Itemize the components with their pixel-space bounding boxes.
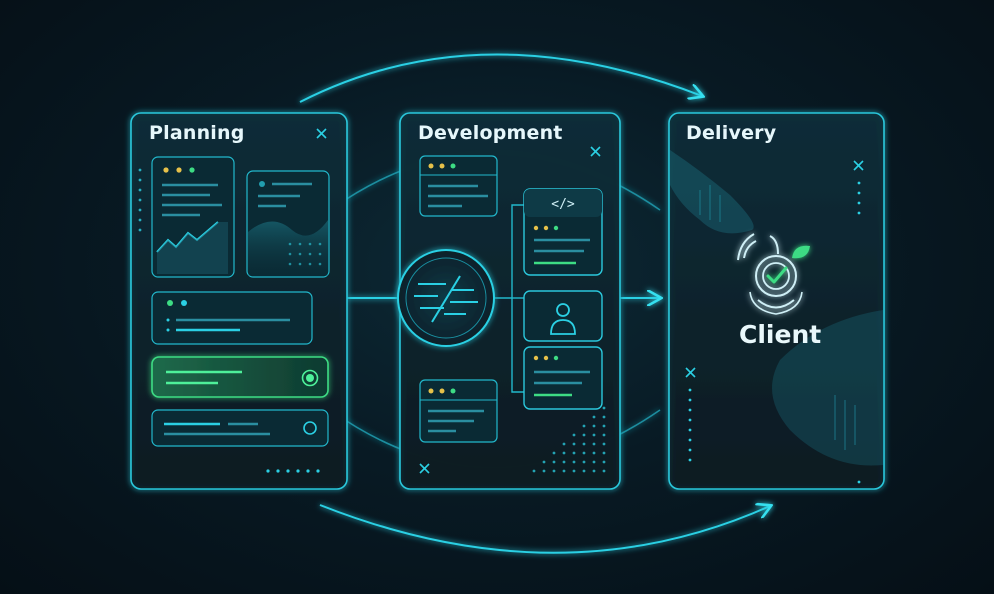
grid-dot <box>572 469 576 473</box>
development-panel: </> <box>397 112 621 490</box>
radio-selected-icon <box>301 369 319 387</box>
delivery-dot-rail-right <box>857 181 861 215</box>
grid-dot <box>592 415 596 419</box>
trend-card[interactable] <box>246 170 330 278</box>
signal-icon <box>737 233 757 261</box>
grid-dot <box>582 442 586 446</box>
pending-task-bar[interactable] <box>151 409 329 447</box>
user-card[interactable] <box>523 290 603 342</box>
grid-dot <box>562 442 566 446</box>
grid-dot <box>552 469 556 473</box>
grid-dot <box>582 451 586 455</box>
close-icon[interactable] <box>419 463 430 474</box>
grid-dot <box>602 406 606 410</box>
radio-empty-icon <box>303 421 317 435</box>
client-label: Client <box>739 320 822 349</box>
grid-dot <box>582 469 586 473</box>
close-icon[interactable] <box>590 146 601 157</box>
grid-dot <box>542 469 546 473</box>
user-icon <box>550 303 576 335</box>
grid-dot <box>562 460 566 464</box>
close-icon[interactable] <box>316 128 327 139</box>
grid-dot <box>592 433 596 437</box>
grid-dot <box>572 460 576 464</box>
grid-dot <box>572 451 576 455</box>
grid-dot <box>582 433 586 437</box>
grid-dot <box>592 424 596 428</box>
grid-dot <box>592 469 596 473</box>
grid-dot <box>602 460 606 464</box>
bottom-arc-arrow <box>319 505 770 554</box>
delivery-title: Delivery <box>686 122 777 144</box>
planning-dot-rail <box>138 168 142 232</box>
grid-dot <box>572 442 576 446</box>
integration-hub[interactable] <box>397 249 495 347</box>
grid-dot <box>532 469 536 473</box>
pagination-dots <box>266 469 320 473</box>
grid-dot <box>602 442 606 446</box>
planning-title: Planning <box>149 122 245 144</box>
dev-window-top[interactable] <box>419 155 498 217</box>
task-card[interactable] <box>151 291 313 345</box>
delivery-dot-rail-left <box>688 388 692 462</box>
close-icon[interactable] <box>685 367 696 378</box>
development-title: Development <box>418 122 563 144</box>
grid-dot <box>562 451 566 455</box>
grid-dot <box>602 469 606 473</box>
grid-dot <box>552 451 556 455</box>
details-card[interactable] <box>523 346 603 410</box>
grid-dot <box>602 415 606 419</box>
grid-dot <box>592 460 596 464</box>
grid-dot <box>542 460 546 464</box>
client-badge[interactable] <box>737 233 810 315</box>
leaf-icon <box>792 245 810 259</box>
grid-dot <box>582 460 586 464</box>
grid-dot <box>602 451 606 455</box>
active-task-bar[interactable] <box>151 356 329 398</box>
dev-dot-grid <box>532 406 606 473</box>
planning-panel <box>130 112 348 490</box>
grid-dot <box>602 424 606 428</box>
dev-connectors <box>494 204 524 393</box>
delivery-panel <box>668 112 885 490</box>
grid-dot <box>602 433 606 437</box>
delivery-wave-top <box>670 150 754 234</box>
grid-dot <box>592 451 596 455</box>
analytics-card[interactable] <box>151 156 235 278</box>
code-card[interactable]: </> <box>523 188 603 276</box>
grid-dot <box>592 442 596 446</box>
grid-dot <box>562 469 566 473</box>
code-icon: </> <box>551 197 575 212</box>
grid-dot <box>572 433 576 437</box>
dev-window-bottom[interactable] <box>419 379 498 443</box>
checkmark-icon <box>766 266 788 284</box>
grid-dot <box>552 460 556 464</box>
close-icon[interactable] <box>853 160 864 171</box>
grid-dot <box>582 424 586 428</box>
top-arc-arrow <box>299 53 702 103</box>
